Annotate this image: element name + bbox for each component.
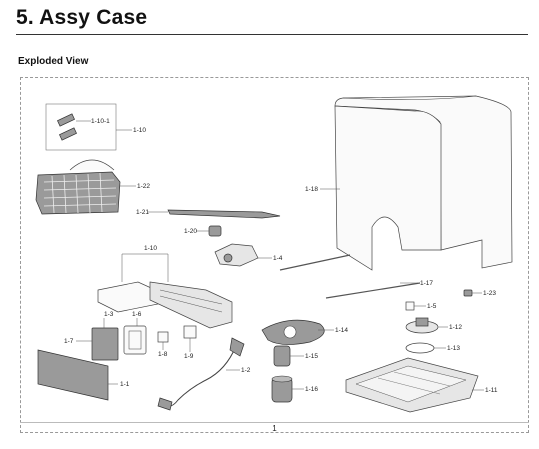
- bracket-window: [128, 330, 142, 350]
- basket-grid-v: [51, 172, 103, 214]
- part-1-11-base: [345, 357, 484, 413]
- label-1-5: 1-5: [427, 303, 437, 310]
- nozzle-body: [208, 225, 222, 237]
- label-1-7: 1-7: [64, 338, 74, 345]
- clips-box: [45, 103, 117, 151]
- part-1-10-console: [97, 253, 233, 329]
- label-1-10-1: 1-10-1: [91, 118, 110, 125]
- label-1-12: 1-12: [449, 324, 462, 331]
- part-1-15-filter: [273, 345, 304, 367]
- plate-hole: [283, 325, 297, 339]
- screw-block: [183, 325, 197, 339]
- label-1-14: 1-14: [335, 327, 348, 334]
- basket-handle: [69, 159, 115, 171]
- nozzle-hub: [415, 317, 429, 327]
- clip-top: [57, 113, 75, 127]
- label-1-17: 1-17: [420, 280, 433, 287]
- part-1-21-spray-arm: [148, 209, 281, 219]
- label-1-20: 1-20: [184, 228, 197, 235]
- harness-connector-bottom: [157, 397, 173, 411]
- label-1-15: 1-15: [305, 353, 318, 360]
- section-subtitle: Exploded View: [18, 56, 89, 67]
- part-1-17-rods: [279, 254, 421, 299]
- console-frame: [149, 281, 233, 329]
- label-1-3: 1-3: [104, 311, 114, 318]
- label-1-16: 1-16: [305, 386, 318, 393]
- pump-body: [214, 243, 259, 267]
- cap-body: [463, 289, 473, 297]
- part-1-16-filter-cup: [271, 375, 304, 403]
- label-1-11: 1-11: [485, 387, 498, 394]
- clip-1-8: [157, 331, 169, 343]
- part-1-14-plate: [261, 319, 334, 345]
- label-1-8: 1-8: [158, 351, 168, 358]
- harness-wire: [165, 345, 237, 407]
- part-1-12-nozzle: [405, 317, 448, 334]
- label-1-18: 1-18: [305, 186, 318, 193]
- label-1-1: 1-1: [120, 381, 130, 388]
- clip-bottom: [59, 127, 77, 141]
- page-number: 1: [20, 422, 529, 435]
- filter-cup-rim: [271, 375, 293, 383]
- label-1-10-middle: 1-10: [144, 245, 157, 252]
- exploded-view-frame: [20, 77, 529, 433]
- label-1-22: 1-22: [137, 183, 150, 190]
- rod-lower: [325, 282, 421, 299]
- filter-body: [273, 345, 291, 367]
- harness-connector-top: [229, 337, 245, 357]
- part-1-10-clips: [45, 103, 132, 151]
- pump-motor: [223, 253, 233, 263]
- label-1-6: 1-6: [132, 311, 142, 318]
- part-1-13-gasket: [405, 342, 446, 354]
- part-1-23-cap: [463, 289, 482, 297]
- title-underline: [16, 34, 528, 35]
- base-ribs: [377, 371, 451, 395]
- console-frame-detail: [159, 289, 223, 313]
- label-1-10-top: 1-10: [133, 127, 146, 134]
- part-1-5-fitting: [405, 301, 426, 311]
- label-1-2: 1-2: [241, 367, 251, 374]
- bracket-body: [123, 325, 147, 355]
- part-1-1-panel: [37, 349, 118, 401]
- rod-upper: [279, 254, 351, 271]
- spray-arm-bar: [167, 209, 281, 219]
- part-1-2-harness: [157, 337, 245, 411]
- controller-box: [91, 327, 119, 361]
- part-1-8-clip: [157, 331, 169, 350]
- part-1-3-controller: [76, 318, 119, 361]
- part-1-22-cutlery-basket: [35, 159, 136, 215]
- part-1-4-pump: [214, 243, 272, 267]
- part-1-20-nozzle: [196, 225, 222, 237]
- base-inner: [355, 365, 467, 403]
- tub-front-side: [334, 105, 442, 271]
- label-1-23: 1-23: [483, 290, 496, 297]
- gasket-ring: [405, 342, 435, 354]
- label-1-4: 1-4: [273, 255, 283, 262]
- page-title: 5. Assy Case: [16, 6, 148, 29]
- part-1-18-tub-case: [320, 95, 513, 271]
- tub-top-edge: [342, 95, 477, 100]
- part-1-6-bracket: [123, 318, 147, 355]
- label-1-9: 1-9: [184, 353, 194, 360]
- label-1-13: 1-13: [447, 345, 460, 352]
- fitting-body: [405, 301, 415, 311]
- part-1-9-screws: [183, 325, 197, 352]
- label-1-21: 1-21: [136, 209, 149, 216]
- panel-strip: [37, 349, 109, 401]
- basket-body: [35, 171, 121, 215]
- basket-grid-h: [43, 179, 117, 207]
